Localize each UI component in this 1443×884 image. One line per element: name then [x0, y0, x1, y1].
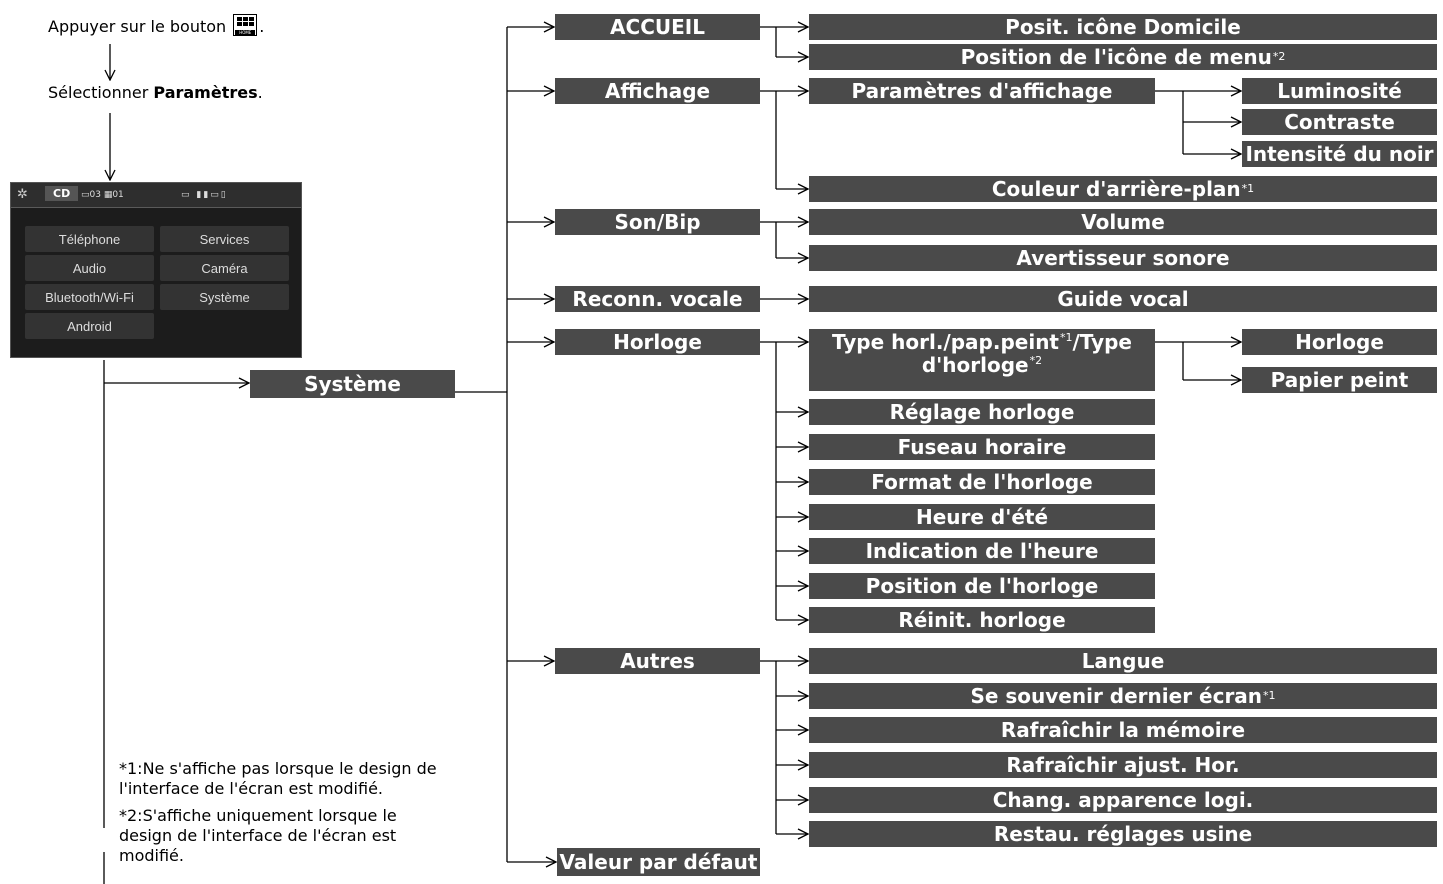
menu-intensite-noir: Intensité du noir: [1242, 141, 1437, 167]
footnote-2: *2:S'affiche uniquement lorsque le desig…: [119, 806, 397, 865]
menu-format-horloge: Format de l'horloge: [809, 469, 1155, 495]
menu-son-bip: Son/Bip: [555, 209, 760, 235]
menu-avertisseur-sonore: Avertisseur sonore: [809, 245, 1437, 271]
screen-button-audio: Audio: [25, 255, 154, 281]
screen-button-bluetooth: Bluetooth/Wi-Fi: [25, 284, 154, 310]
instruction-step2: Sélectionner Paramètres.: [48, 83, 263, 104]
menu-position-icone-menu-label: Position de l'icône de menu: [960, 44, 1272, 69]
menu-affichage: Affichage: [555, 78, 760, 104]
menu-chang-apparence-logi: Chang. apparence logi.: [809, 787, 1437, 813]
track-status: ▭03 ▦01: [81, 190, 124, 200]
home-screen-image: ✲ CD ▭03 ▦01 ▭ ▮▮▭▯ Téléphone Services A…: [10, 182, 302, 358]
menu-reinit-horloge: Réinit. horloge: [809, 607, 1155, 633]
menu-contraste: Contraste: [1242, 109, 1437, 135]
instruction-step2-text: Sélectionner: [48, 83, 149, 102]
menu-se-souvenir-label: Se souvenir dernier écran: [970, 683, 1263, 708]
instruction-step2-suffix: .: [257, 83, 263, 102]
audio-source-badge: CD: [45, 186, 79, 201]
footnote-mark-2: *2: [1029, 354, 1043, 368]
menu-luminosite: Luminosité: [1242, 78, 1437, 104]
menu-type-horloge: Type horl./pap.peint*1/Type d'horloge*2: [809, 329, 1155, 391]
menu-guide-vocal: Guide vocal: [809, 286, 1437, 312]
menu-rafraichir-ajust-hor: Rafraîchir ajust. Hor.: [809, 752, 1437, 778]
menu-posit-icone-domicile: Posit. icône Domicile: [809, 14, 1437, 40]
menu-couleur-arriere-plan-label: Couleur d'arrière-plan: [991, 176, 1241, 201]
screen-button-telephone: Téléphone: [25, 226, 154, 252]
footnote-mark-2: *2: [1272, 49, 1286, 63]
instruction-step1: Appuyer sur le bouton HOME .: [48, 14, 264, 38]
screen-button-services: Services: [160, 226, 289, 252]
footnote-mark-1: *1: [1241, 181, 1255, 195]
menu-se-souvenir-dernier-ecran: Se souvenir dernier écran*1: [809, 683, 1437, 709]
menu-langue: Langue: [809, 648, 1437, 674]
menu-position-icone-menu: Position de l'icône de menu*2: [809, 44, 1437, 70]
menu-papier-peint: Papier peint: [1242, 367, 1437, 393]
instruction-step1-text: Appuyer sur le bouton: [48, 17, 227, 36]
menu-root-systeme: Système: [250, 370, 455, 398]
screen-button-systeme: Système: [160, 284, 289, 310]
menu-type-horloge-label-a: Type horl./pap.peint: [831, 330, 1059, 354]
menu-reconn-vocale: Reconn. vocale: [555, 286, 760, 312]
home-icon-label: HOME: [235, 30, 256, 35]
menu-type-horloge-label-b: /Type d'horloge: [921, 330, 1132, 377]
footnote-mark-1: *1: [1060, 331, 1073, 345]
status-icons: ▭ ▮▮▭▯: [181, 190, 228, 200]
menu-position-horloge: Position de l'horloge: [809, 573, 1155, 599]
menu-restau-reglages-usine: Restau. réglages usine: [809, 821, 1437, 847]
footnote-1: *1:Ne s'affiche pas lorsque le design de…: [119, 759, 437, 798]
menu-fuseau-horaire: Fuseau horaire: [809, 434, 1155, 460]
menu-couleur-arriere-plan: Couleur d'arrière-plan*1: [809, 176, 1437, 202]
menu-heure-ete: Heure d'été: [809, 504, 1155, 530]
menu-horloge-option: Horloge: [1242, 329, 1437, 355]
menu-volume: Volume: [809, 209, 1437, 235]
menu-horloge: Horloge: [555, 329, 760, 355]
menu-accueil: ACCUEIL: [555, 14, 760, 40]
menu-reglage-horloge: Réglage horloge: [809, 399, 1155, 425]
footnote-mark-1: *1: [1263, 688, 1276, 702]
screen-status-bar: ✲ CD ▭03 ▦01 ▭ ▮▮▭▯: [11, 183, 301, 208]
instruction-step1-suffix: .: [259, 17, 265, 36]
menu-autres: Autres: [555, 648, 760, 674]
home-button-icon: HOME: [233, 14, 258, 36]
screen-button-android: Android: [25, 313, 154, 339]
menu-parametres-affichage: Paramètres d'affichage: [809, 78, 1155, 104]
instruction-step2-target: Paramètres: [153, 83, 258, 102]
gear-icon: ✲: [17, 187, 28, 202]
screen-button-camera: Caméra: [160, 255, 289, 281]
menu-indication-heure: Indication de l'heure: [809, 538, 1155, 564]
menu-valeur-par-defaut: Valeur par défaut: [557, 848, 760, 876]
menu-rafraichir-memoire: Rafraîchir la mémoire: [809, 717, 1437, 743]
